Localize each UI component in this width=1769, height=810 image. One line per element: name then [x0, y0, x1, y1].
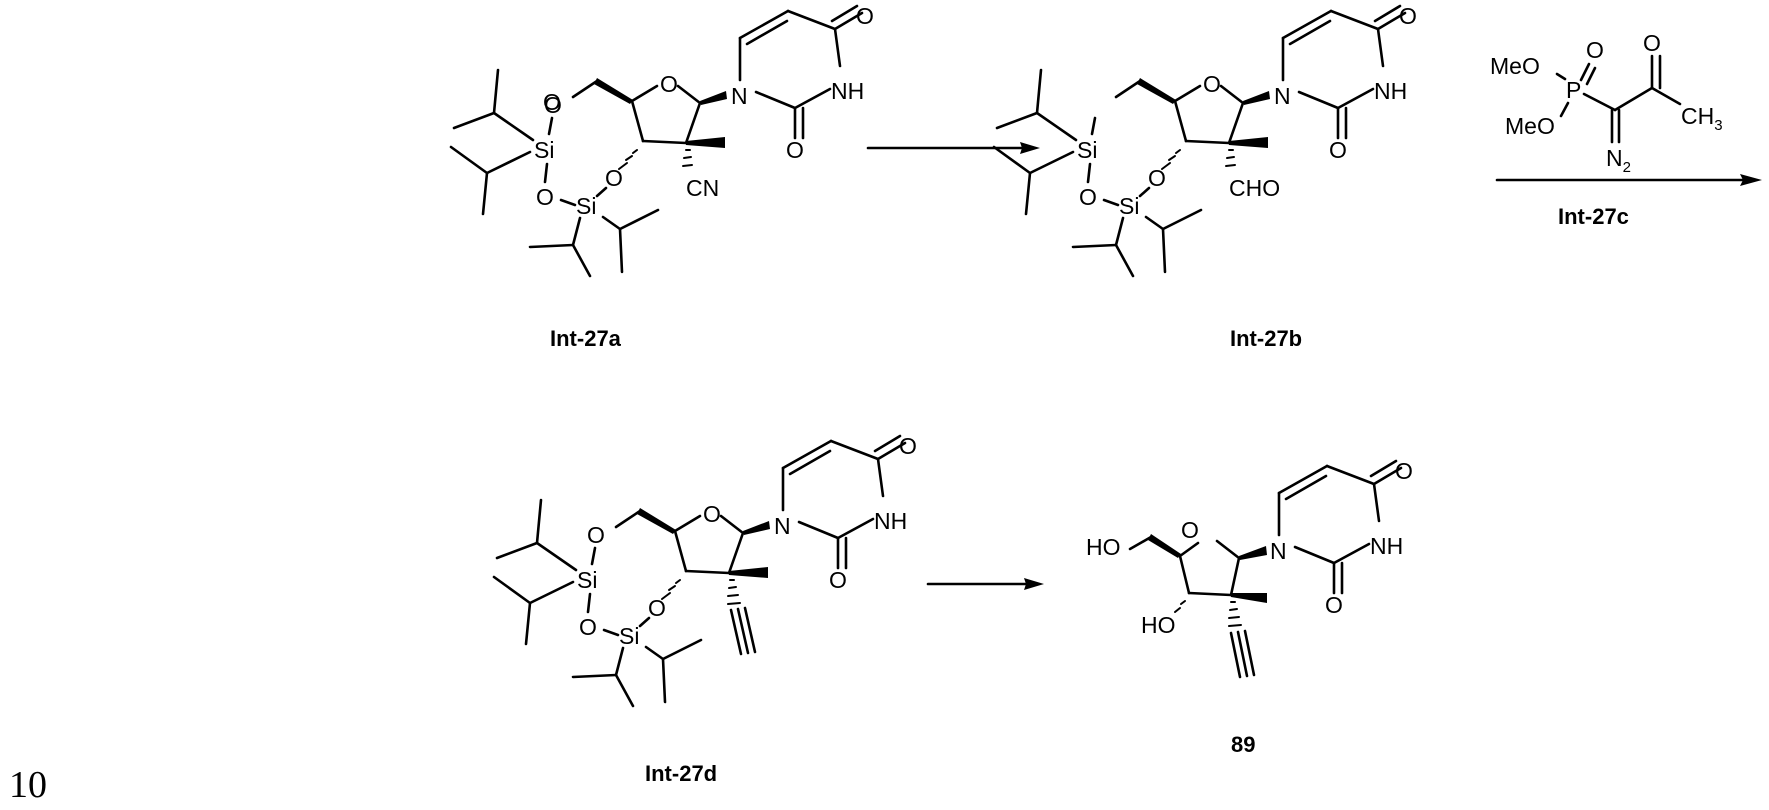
atom-ch3: CH3 — [1681, 103, 1723, 134]
reaction-arrow-3 — [926, 578, 1044, 590]
atom-o2-uracil: O — [829, 567, 847, 593]
compound-89: HO O HO N NH O O — [1086, 458, 1413, 679]
compound-label-int-27d: Int-27d — [645, 761, 717, 786]
atom-o4: O — [660, 71, 678, 97]
atom-meo-1: MeO — [1490, 53, 1540, 79]
atom-o4-uracil: O — [856, 3, 874, 29]
atom-si2: Si — [576, 193, 596, 219]
atom-n1: N — [1274, 83, 1291, 109]
reagent-label-int-27c: Int-27c — [1558, 204, 1629, 229]
atom-meo-2: MeO — [1505, 113, 1555, 139]
compound-int-27a: O Si O Si O O — [449, 3, 874, 351]
atom-si1: Si — [1077, 137, 1097, 163]
atom-n1: N — [1270, 538, 1287, 564]
atom-cho: CHO — [1229, 175, 1280, 201]
atom-o4: O — [703, 501, 721, 527]
atom-o5: O — [587, 522, 605, 548]
atom-o2-uracil: O — [1325, 592, 1343, 618]
atom-o5: O — [543, 89, 561, 115]
atom-o3: O — [605, 165, 623, 191]
atom-n2: N2 — [1606, 145, 1631, 176]
atom-n3h: NH — [831, 78, 864, 104]
atom-o-bridge: O — [579, 614, 597, 640]
atom-o-bridge: O — [1079, 184, 1097, 210]
atom-o4-uracil: O — [1395, 458, 1413, 484]
atom-p: P — [1566, 77, 1581, 103]
atom-o3: O — [1148, 165, 1166, 191]
atom-si2: Si — [619, 623, 639, 649]
compound-label-int-27a: Int-27a — [550, 326, 622, 351]
atom-o4: O — [1181, 517, 1199, 543]
atom-o5: O — [544, 92, 562, 118]
compound-int-27d: O Si O Si O O — [492, 433, 917, 708]
reagent-int-27c: MeO MeO P O O CH3 N2 — [1490, 30, 1723, 176]
compound-label-89: 89 — [1231, 732, 1255, 757]
atom-o4-uracil: O — [899, 433, 917, 459]
atom-n1: N — [774, 513, 791, 539]
atom-si1: Si — [577, 567, 597, 593]
atom-o4: O — [1203, 71, 1221, 97]
atom-o3: O — [648, 595, 666, 621]
atom-o-phosphoryl: O — [1586, 37, 1604, 63]
reaction-arrow-1 — [866, 142, 1040, 154]
atom-o4-uracil: O — [1399, 3, 1417, 29]
compound-label-int-27b: Int-27b — [1230, 326, 1302, 351]
atom-o-ketone: O — [1643, 30, 1661, 56]
atom-o2-uracil: O — [786, 137, 804, 163]
atom-o-bridge: O — [536, 184, 554, 210]
atom-n1: N — [731, 83, 748, 109]
page-number: 10 — [9, 764, 47, 806]
atom-n3h: NH — [874, 508, 907, 534]
atom-cn: CN — [686, 175, 719, 201]
compound-int-27b: O Si O Si O O CHO — [543, 3, 1417, 351]
atom-o2-uracil: O — [1329, 137, 1347, 163]
atom-n3h: NH — [1374, 78, 1407, 104]
atom-si1: Si — [534, 137, 554, 163]
atom-ho3: HO — [1141, 612, 1176, 638]
atom-ho5: HO — [1086, 534, 1121, 560]
atom-n3h: NH — [1370, 533, 1403, 559]
atom-si2: Si — [1119, 193, 1139, 219]
reaction-arrow-2 — [1495, 174, 1762, 186]
